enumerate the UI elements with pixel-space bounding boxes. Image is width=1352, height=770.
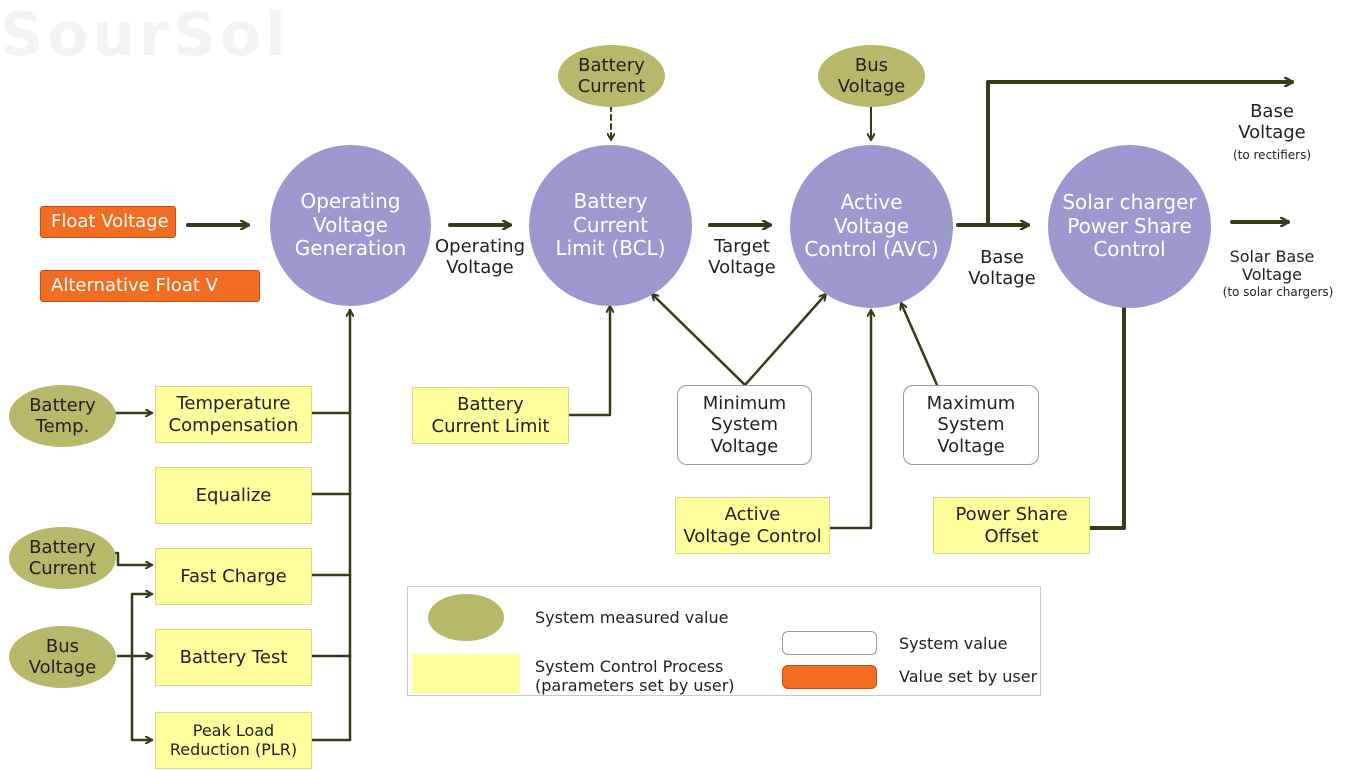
active-voltage-control-box: Active Voltage Control	[675, 497, 830, 554]
fast-charge-box: Fast Charge	[155, 548, 312, 605]
base-voltage-top-label: Base Voltage	[1238, 101, 1306, 143]
battery-current-limit-box: Battery Current Limit	[412, 387, 569, 444]
float-voltage-box: Float Voltage	[40, 206, 176, 238]
legend-process-swatch	[412, 654, 520, 693]
arrow-base-to-rectifiers	[986, 82, 1294, 227]
target-voltage-label: Target Voltage	[708, 236, 776, 278]
watermark: SourSol	[0, 0, 290, 70]
arrow-limit-to-bcl	[567, 304, 610, 417]
alternative-float-voltage-box: Alternative Float V	[40, 270, 260, 302]
arrow-min-to-bcl	[652, 294, 747, 387]
legend-system-value-text: System value	[899, 634, 1008, 653]
battery-current-top-oval: Battery Current	[558, 45, 665, 107]
battery-current-left-oval: Battery Current	[9, 527, 116, 589]
minimum-system-voltage-box: Minimum System Voltage	[677, 385, 812, 465]
solar-power-share-control-circle: Solar charger Power Share Control	[1048, 145, 1211, 308]
temperature-compensation-box: Temperature Compensation	[155, 386, 312, 443]
bus-voltage-left-oval: Bus Voltage	[9, 626, 116, 688]
legend-measured-swatch	[428, 594, 504, 641]
arrow-avcproc-to-avc	[828, 308, 871, 530]
legend-user-swatch	[782, 665, 877, 689]
bus-voltage-top-oval: Bus Voltage	[818, 45, 925, 107]
legend-user-text: Value set by user	[899, 667, 1038, 686]
legend: System measured value System Control Pro…	[407, 586, 1041, 696]
legend-measured-text: System measured value	[535, 608, 729, 627]
battery-current-limit-circle: Battery Current Limit (BCL)	[529, 145, 692, 306]
wire-power-share-offset	[1088, 306, 1126, 530]
battery-temp-oval: Battery Temp.	[9, 385, 116, 447]
base-voltage-label: Base Voltage	[968, 247, 1036, 289]
battery-test-box: Battery Test	[155, 629, 312, 686]
legend-system-value-swatch	[782, 631, 877, 655]
operating-voltage-label: Operating Voltage	[435, 236, 525, 278]
to-rectifiers-label: (to rectifiers)	[1232, 148, 1312, 162]
arrow-min-to-avc	[743, 294, 826, 387]
power-share-offset-box: Power Share Offset	[933, 497, 1090, 554]
equalize-box: Equalize	[155, 467, 312, 524]
operating-voltage-generation-circle: Operating Voltage Generation	[270, 145, 431, 306]
peak-load-reduction-box: Peak Load Reduction (PLR)	[155, 712, 312, 769]
solar-base-voltage-label: Solar Base Voltage	[1229, 247, 1315, 285]
legend-process-text: System Control Process (parameters set b…	[535, 657, 735, 696]
arrow-max-to-avc	[901, 303, 939, 387]
maximum-system-voltage-box: Maximum System Voltage	[903, 385, 1039, 465]
to-solar-chargers-label: (to solar chargers)	[1222, 285, 1334, 299]
active-voltage-control-circle: Active Voltage Control (AVC)	[790, 145, 953, 308]
